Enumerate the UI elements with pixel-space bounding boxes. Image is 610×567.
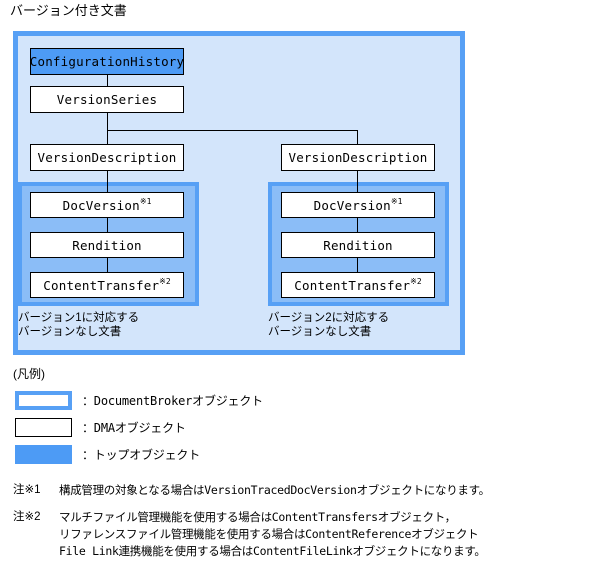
- footnote-2: 注※2 マルチファイル管理機能を使用する場合はContentTransfersオ…: [13, 509, 486, 560]
- connector-split-left-drop: [107, 130, 108, 144]
- top-object-swatch: [15, 445, 72, 464]
- footnote-marker: 注※1: [13, 484, 41, 496]
- node-label: ContentTransfer: [294, 277, 411, 293]
- connector-split-right-drop: [357, 130, 358, 144]
- footnote-marker-1: ※1: [139, 196, 152, 206]
- node-label: DocVersion: [62, 197, 140, 213]
- node-version-description-1: VersionDescription: [30, 144, 184, 171]
- node-label: Rendition: [72, 237, 142, 253]
- node-configuration-history: ConfigurationHistory: [30, 48, 184, 75]
- node-doc-version-1: DocVersion※1: [30, 192, 184, 218]
- footnote-marker-2: ※2: [159, 276, 171, 286]
- footnote-marker: 注※2: [13, 511, 41, 523]
- legend-item-dma: ：DMAオブジェクト: [15, 418, 186, 437]
- node-rendition-2: Rendition: [281, 232, 435, 258]
- node-label: Rendition: [323, 237, 393, 253]
- connector-desc2-to-docversion2: [357, 171, 358, 192]
- diagram-title: バージョン付き文書: [10, 3, 127, 18]
- connector-series-down: [107, 113, 108, 130]
- version-group-2-caption: バージョン2に対応する バージョンなし文書: [268, 312, 390, 338]
- legend-item-document-broker: ：DocumentBrokerオブジェクト: [15, 391, 263, 410]
- node-label: ContentTransfer: [43, 277, 160, 293]
- connector-desc1-to-docversion1: [107, 171, 108, 192]
- legend-item-label: ：DMAオブジェクト: [82, 421, 186, 435]
- connector-rendition2-to-transfer2: [357, 258, 358, 272]
- node-rendition-1: Rendition: [30, 232, 184, 258]
- node-label: DocVersion: [313, 197, 391, 213]
- connector-config-to-series: [107, 75, 108, 86]
- node-version-description-2: VersionDescription: [281, 144, 435, 171]
- footnote-text: 構成管理の対象となる場合はVersionTracedDocVersionオブジェ…: [59, 483, 490, 497]
- node-label: ConfigurationHistory: [29, 54, 185, 69]
- node-label: VersionSeries: [56, 92, 158, 107]
- node-doc-version-2: DocVersion※1: [281, 192, 435, 218]
- node-label: VersionDescription: [37, 150, 177, 165]
- legend-title: (凡例): [13, 367, 45, 381]
- footnote-marker-1: ※1: [390, 196, 403, 206]
- footnote-1: 注※1 構成管理の対象となる場合はVersionTracedDocVersion…: [13, 482, 490, 499]
- connector-rendition1-to-transfer1: [107, 258, 108, 272]
- connector-docversion1-to-rendition1: [107, 218, 108, 232]
- footnote-text: マルチファイル管理機能を使用する場合はContentTransfersオブジェク…: [59, 510, 486, 558]
- footnote-marker-2: ※2: [410, 276, 422, 286]
- node-label: VersionDescription: [288, 150, 428, 165]
- legend-item-label: ：DocumentBrokerオブジェクト: [82, 394, 263, 408]
- connector-split-horizontal: [107, 130, 358, 131]
- document-broker-swatch: [15, 391, 72, 410]
- connector-docversion2-to-rendition2: [357, 218, 358, 232]
- version-group-1-caption: バージョン1に対応する バージョンなし文書: [18, 312, 140, 338]
- dma-swatch: [15, 418, 72, 437]
- node-content-transfer-2: ContentTransfer※2: [281, 272, 435, 298]
- legend-item-top-object: ：トップオブジェクト: [15, 445, 200, 464]
- legend-item-label: ：トップオブジェクト: [82, 448, 201, 462]
- node-version-series: VersionSeries: [30, 86, 184, 113]
- node-content-transfer-1: ContentTransfer※2: [30, 272, 184, 298]
